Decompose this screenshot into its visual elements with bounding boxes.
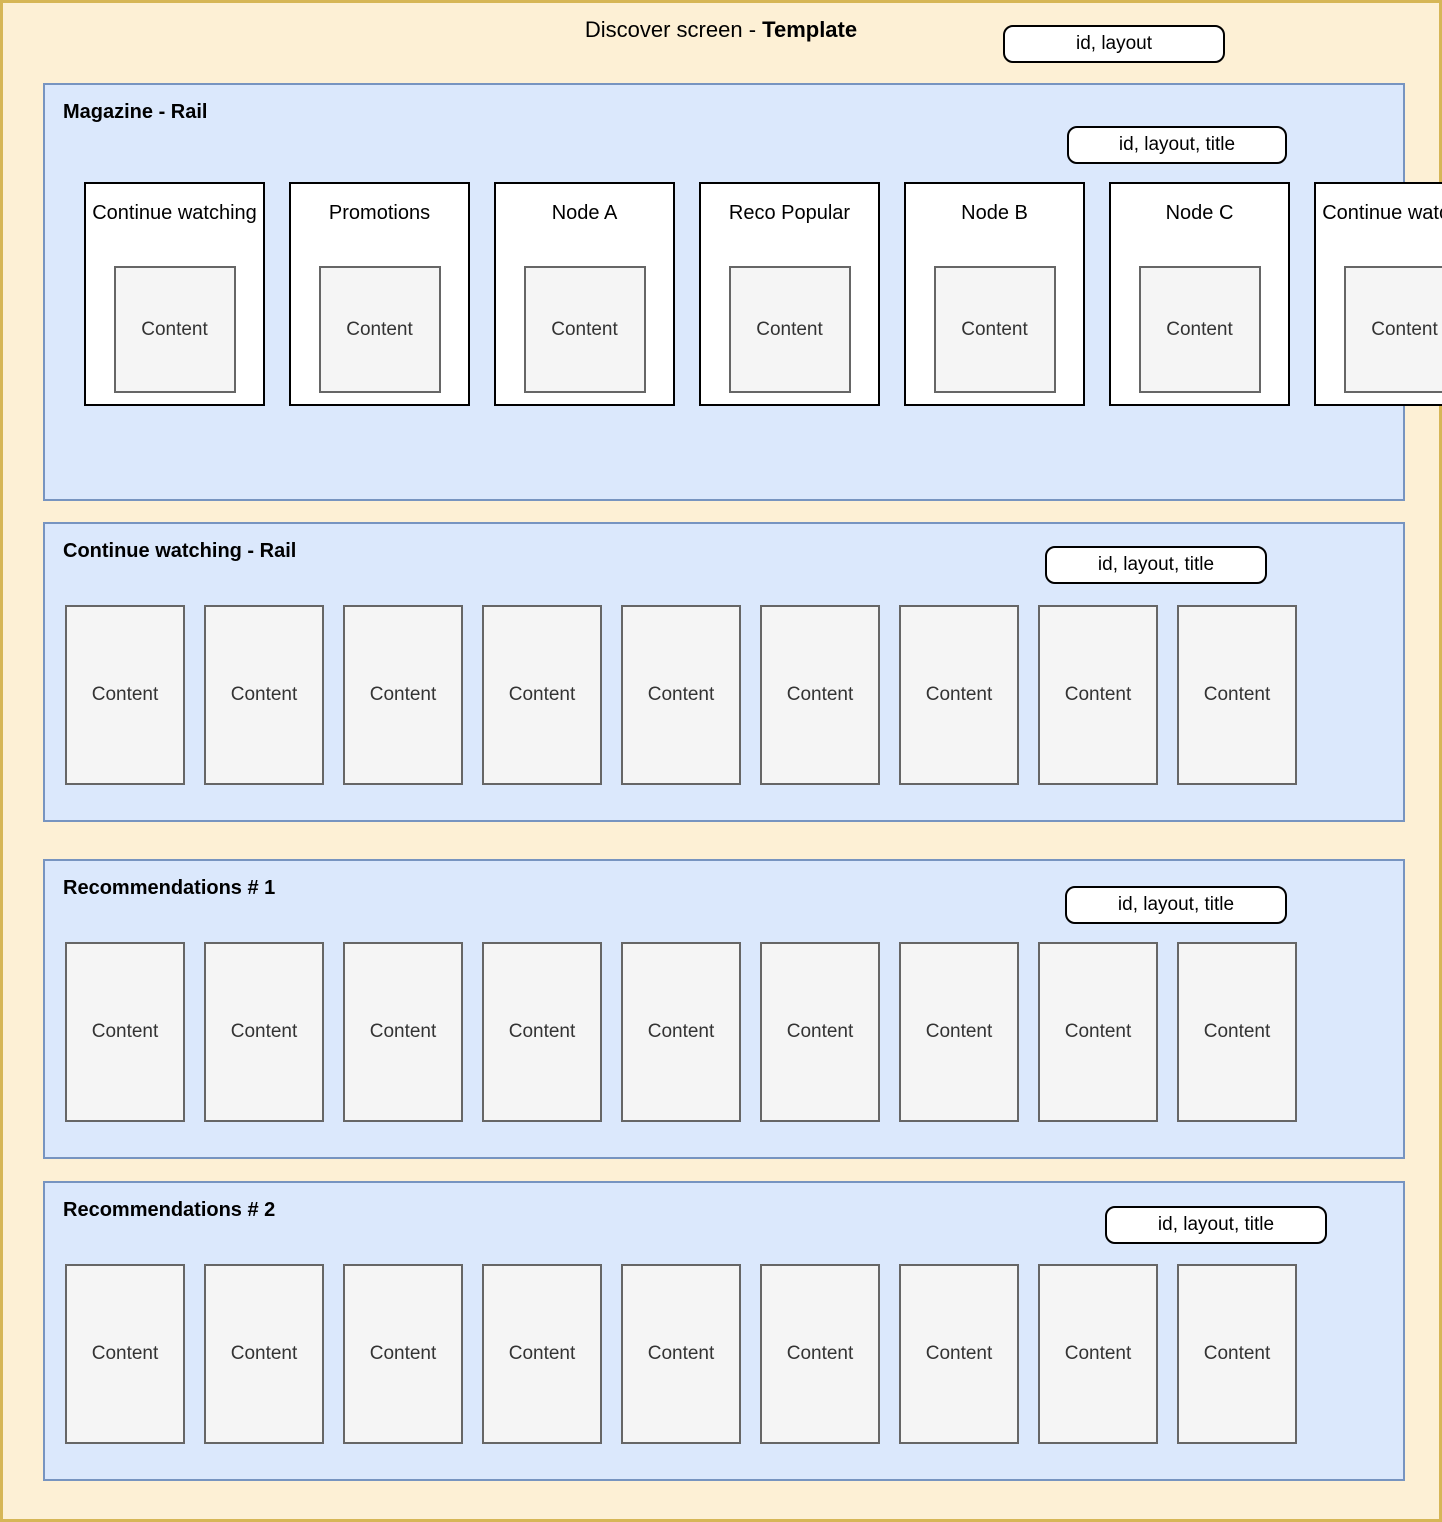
content-tile[interactable]: Content	[621, 942, 741, 1122]
content-tile[interactable]: Content	[343, 1264, 463, 1444]
content-tile[interactable]: Content	[760, 942, 880, 1122]
section-recommendations-1: Recommendations # 1 id, layout, title Co…	[43, 859, 1405, 1159]
magazine-card[interactable]: Continue watching Content	[84, 182, 265, 406]
magazine-card[interactable]: Continue watching Content	[1314, 182, 1442, 406]
content-tile[interactable]: Content	[482, 605, 602, 785]
section-badge[interactable]: id, layout, title	[1045, 546, 1267, 584]
magazine-card-title: Continue watching	[1322, 202, 1442, 224]
section-title: Recommendations # 2	[63, 1199, 276, 1221]
content-tile[interactable]: Content	[899, 942, 1019, 1122]
content-tile[interactable]: Content	[343, 942, 463, 1122]
content-tile[interactable]: Content	[1177, 942, 1297, 1122]
content-tile[interactable]: Content	[204, 605, 324, 785]
section-title: Recommendations # 1	[63, 877, 276, 899]
magazine-card[interactable]: Promotions Content	[289, 182, 470, 406]
content-tile[interactable]: Content	[1038, 1264, 1158, 1444]
magazine-card-content: Content	[1138, 266, 1261, 393]
section-title: Magazine - Rail	[63, 101, 208, 123]
content-tile-row: Content Content Content Content Content …	[65, 1264, 1297, 1444]
page-title-emphasis: Template	[762, 17, 858, 42]
magazine-card[interactable]: Node C Content	[1109, 182, 1290, 406]
magazine-card-title: Node B	[961, 202, 1028, 224]
content-tile[interactable]: Content	[65, 1264, 185, 1444]
section-badge[interactable]: id, layout, title	[1065, 886, 1287, 924]
content-tile[interactable]: Content	[899, 605, 1019, 785]
magazine-card-content: Content	[523, 266, 646, 393]
content-tile[interactable]: Content	[621, 1264, 741, 1444]
content-tile[interactable]: Content	[482, 1264, 602, 1444]
content-tile[interactable]: Content	[1038, 942, 1158, 1122]
content-tile[interactable]: Content	[482, 942, 602, 1122]
header: Discover screen - Template id, layout	[3, 3, 1439, 78]
content-tile[interactable]: Content	[621, 605, 741, 785]
content-tile[interactable]: Content	[760, 605, 880, 785]
content-tile[interactable]: Content	[1177, 1264, 1297, 1444]
magazine-card-title: Reco Popular	[728, 202, 851, 224]
content-tile[interactable]: Content	[1177, 605, 1297, 785]
magazine-card-title: Promotions	[328, 202, 431, 224]
section-continue-watching-rail: Continue watching - Rail id, layout, tit…	[43, 522, 1405, 822]
magazine-card-row: Continue watching Content Promotions Con…	[84, 182, 1442, 406]
magazine-card[interactable]: Node A Content	[494, 182, 675, 406]
magazine-card[interactable]: Reco Popular Content	[699, 182, 880, 406]
content-tile[interactable]: Content	[204, 942, 324, 1122]
section-badge[interactable]: id, layout, title	[1105, 1206, 1327, 1244]
section-magazine-rail: Magazine - Rail id, layout, title Contin…	[43, 83, 1442, 501]
content-tile-row: Content Content Content Content Content …	[65, 942, 1297, 1122]
content-tile[interactable]: Content	[204, 1264, 324, 1444]
content-tile[interactable]: Content	[343, 605, 463, 785]
magazine-card-content: Content	[728, 266, 851, 393]
magazine-card-content: Content	[1343, 266, 1442, 393]
section-badge[interactable]: id, layout, title	[1067, 126, 1287, 164]
content-tile[interactable]: Content	[65, 942, 185, 1122]
header-badge[interactable]: id, layout	[1003, 25, 1225, 63]
page-title: Discover screen - Template	[3, 17, 1439, 43]
section-recommendations-2: Recommendations # 2 id, layout, title Co…	[43, 1181, 1405, 1481]
magazine-card-content: Content	[113, 266, 236, 393]
section-title: Continue watching - Rail	[63, 540, 297, 562]
magazine-card-title: Continue watching	[92, 202, 257, 224]
magazine-card-title: Node C	[1165, 202, 1234, 224]
content-tile-row: Content Content Content Content Content …	[65, 605, 1297, 785]
magazine-card-title: Node A	[551, 202, 618, 224]
content-tile[interactable]: Content	[1038, 605, 1158, 785]
content-tile[interactable]: Content	[65, 605, 185, 785]
magazine-card[interactable]: Node B Content	[904, 182, 1085, 406]
content-tile[interactable]: Content	[899, 1264, 1019, 1444]
magazine-card-content: Content	[318, 266, 441, 393]
magazine-card-content: Content	[933, 266, 1056, 393]
content-tile[interactable]: Content	[760, 1264, 880, 1444]
page-title-prefix: Discover screen -	[584, 17, 763, 42]
